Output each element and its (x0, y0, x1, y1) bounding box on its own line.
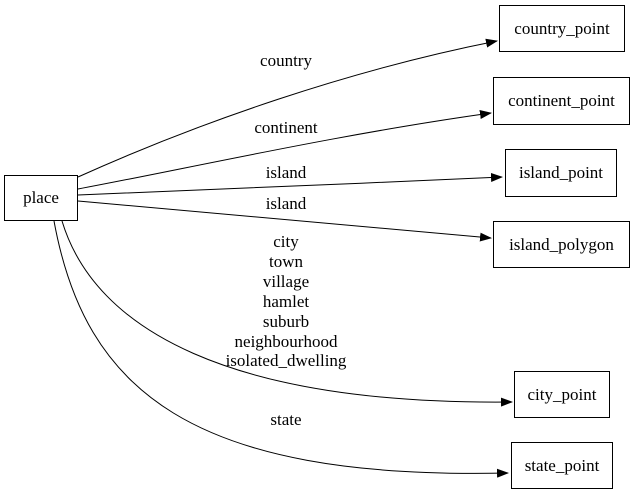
node-country-point: country_point (499, 5, 625, 52)
node-place: place (4, 175, 78, 221)
edge-label-isolated-dwelling: isolated_dwelling (225, 351, 347, 371)
node-island-polygon-label: island_polygon (509, 234, 614, 254)
node-state-point-label: state_point (524, 455, 600, 475)
node-island-polygon: island_polygon (493, 221, 630, 268)
edge-label-island-point: island (265, 163, 307, 182)
node-island-point-label: island_point (518, 163, 604, 182)
node-city-point: city_point (514, 371, 610, 418)
edge-label-town: town (269, 251, 303, 271)
node-country-point-label: country_point (514, 18, 610, 38)
edge-label-country: country (260, 51, 312, 70)
edge-place-state-point (53, 220, 509, 478)
edge-place-continent-point (77, 110, 492, 190)
edge-place-island-polygon (77, 200, 492, 242)
edge-place-island-point (77, 172, 503, 196)
edge-label-city-group: city town village hamlet suburb neighbou… (226, 232, 347, 371)
node-place-label: place (23, 188, 59, 207)
edge-place-city-point (61, 220, 513, 407)
node-state-point: state_point (511, 442, 613, 489)
node-island-point: island_point (505, 149, 617, 197)
edge-label-city: city (273, 232, 299, 251)
edge-label-hamlet: hamlet (262, 291, 310, 311)
node-continent-point: continent_point (493, 77, 630, 125)
node-continent-point-label: continent_point (508, 91, 615, 110)
edge-label-suburb: suburb (262, 311, 310, 331)
edge-label-neighbourhood: neighbourhood (234, 331, 338, 351)
edge-label-village: village (262, 271, 310, 291)
edge-label-island-polygon: island (265, 194, 307, 213)
node-city-point-label: city_point (527, 384, 597, 404)
edge-label-continent: continent (254, 118, 318, 137)
edge-label-state: state (270, 410, 302, 429)
edge-place-country-point (77, 38, 498, 178)
